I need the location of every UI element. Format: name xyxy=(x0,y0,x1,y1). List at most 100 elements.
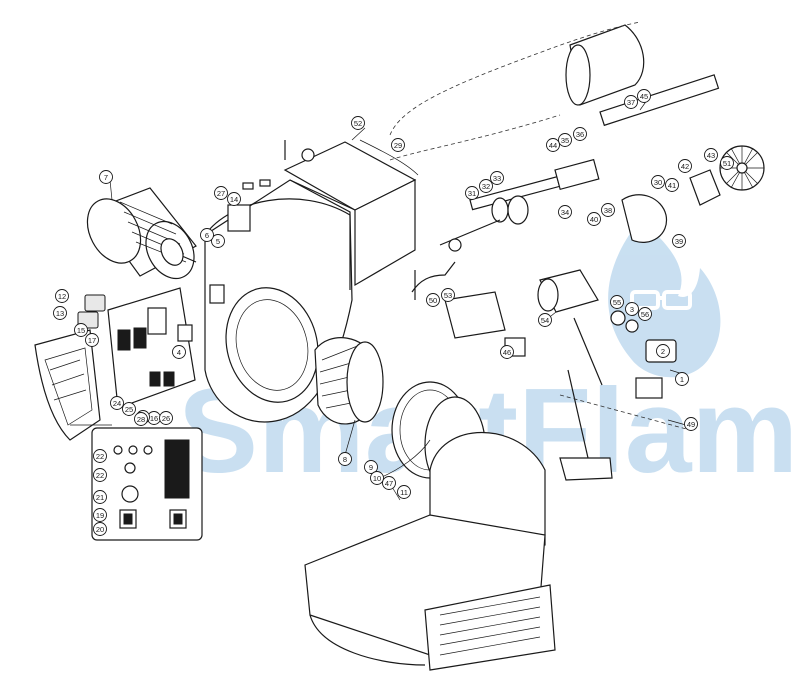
control-panel-cover xyxy=(34,329,101,441)
fan-casing xyxy=(283,139,419,290)
callout-label: 11 xyxy=(400,488,408,497)
callout-part-49: 49 xyxy=(684,417,698,431)
callout-label: 28 xyxy=(137,415,145,424)
callout-circle xyxy=(370,471,384,485)
callout-circle xyxy=(610,295,624,309)
callout-label: 7 xyxy=(104,173,108,182)
callout-label: 53 xyxy=(444,291,452,300)
callout-circle xyxy=(110,396,124,410)
callout-label: 10 xyxy=(373,474,381,483)
callout-label: 4 xyxy=(177,348,181,357)
callout-part-22b: 22 xyxy=(93,468,107,482)
callout-circle xyxy=(99,170,113,184)
callout-label: 52 xyxy=(354,119,362,128)
callout-circle xyxy=(211,234,225,248)
callout-part-33: 33 xyxy=(490,171,504,185)
callout-part-4: 4 xyxy=(172,345,186,359)
callout-label: 49 xyxy=(687,420,695,429)
callout-label: 50 xyxy=(429,296,437,305)
callout-label: 13 xyxy=(56,309,64,318)
callout-label: 8 xyxy=(343,455,347,464)
linkage-rods xyxy=(559,317,691,481)
stabiliser-disc xyxy=(621,145,765,243)
electrical-components xyxy=(77,204,251,409)
callout-circle xyxy=(351,116,365,130)
callout-part-29: 29 xyxy=(391,138,405,152)
callout-part-47: 47 xyxy=(382,476,396,490)
callout-part-55: 55 xyxy=(610,295,624,309)
callout-label: 1 xyxy=(680,375,684,384)
callout-label: 3 xyxy=(630,305,634,314)
callout-label: 37 xyxy=(627,98,635,107)
callout-circle xyxy=(675,372,689,386)
callout-circle xyxy=(601,203,615,217)
callout-label: 39 xyxy=(675,237,683,246)
callout-part-45: 45 xyxy=(637,89,651,103)
callout-circle xyxy=(200,228,214,242)
callout-part-34: 34 xyxy=(558,205,572,219)
callout-layer: 1234567891011121314151617181920212222242… xyxy=(53,89,734,536)
callout-circle xyxy=(465,186,479,200)
callout-label: 56 xyxy=(641,310,649,319)
callout-circle xyxy=(546,138,560,152)
callout-circle xyxy=(93,490,107,504)
callout-circle xyxy=(93,449,107,463)
callout-part-25: 25 xyxy=(122,402,136,416)
callout-circle xyxy=(637,89,651,103)
callout-part-53: 53 xyxy=(441,288,455,302)
callout-circle xyxy=(53,306,67,320)
callout-circle xyxy=(684,417,698,431)
callout-label: 30 xyxy=(654,178,662,187)
callout-label: 54 xyxy=(541,316,549,325)
callout-circle xyxy=(227,192,241,206)
callout-circle xyxy=(479,179,493,193)
callout-part-30: 30 xyxy=(651,175,665,189)
callout-part-1: 1 xyxy=(675,372,689,386)
callout-label: 22 xyxy=(96,452,104,461)
callout-circle xyxy=(656,344,670,358)
callout-part-12: 12 xyxy=(55,289,69,303)
callout-part-56: 56 xyxy=(638,307,652,321)
callout-circle xyxy=(624,95,638,109)
callout-part-7: 7 xyxy=(99,170,113,184)
callout-circle xyxy=(490,171,504,185)
callout-part-17: 17 xyxy=(85,333,99,347)
callout-part-28: 28 xyxy=(134,412,148,426)
servo-damper-group xyxy=(411,261,526,357)
callout-part-31: 31 xyxy=(465,186,479,200)
callout-circle xyxy=(338,452,352,466)
electric-motor xyxy=(86,187,197,280)
callout-circle xyxy=(441,288,455,302)
callout-label: 17 xyxy=(88,336,96,345)
callout-part-38: 38 xyxy=(601,203,615,217)
callout-part-41: 41 xyxy=(665,178,679,192)
callout-circle xyxy=(720,156,734,170)
callout-part-52: 52 xyxy=(351,116,365,130)
callout-part-54: 54 xyxy=(538,313,552,327)
callout-label: 44 xyxy=(549,141,557,150)
callout-part-14: 14 xyxy=(227,192,241,206)
callout-label: 32 xyxy=(482,182,490,191)
callout-part-39: 39 xyxy=(672,234,686,248)
callout-part-36: 36 xyxy=(573,127,587,141)
callout-circle xyxy=(122,402,136,416)
callout-label: 26 xyxy=(162,414,170,423)
callout-circle xyxy=(665,178,679,192)
callout-circle xyxy=(172,345,186,359)
callout-circle xyxy=(426,293,440,307)
callout-circle xyxy=(500,345,514,359)
callout-label: 21 xyxy=(96,493,104,502)
callout-circle xyxy=(134,412,148,426)
callout-part-51: 51 xyxy=(720,156,734,170)
air-intake-box xyxy=(304,431,556,671)
fan-impeller xyxy=(314,337,384,425)
callout-label: 25 xyxy=(125,405,133,414)
pump-motor-group xyxy=(537,269,677,399)
callout-label: 22 xyxy=(96,471,104,480)
callout-label: 42 xyxy=(681,162,689,171)
callout-part-44: 44 xyxy=(546,138,560,152)
callout-circle xyxy=(558,133,572,147)
callout-circle xyxy=(651,175,665,189)
